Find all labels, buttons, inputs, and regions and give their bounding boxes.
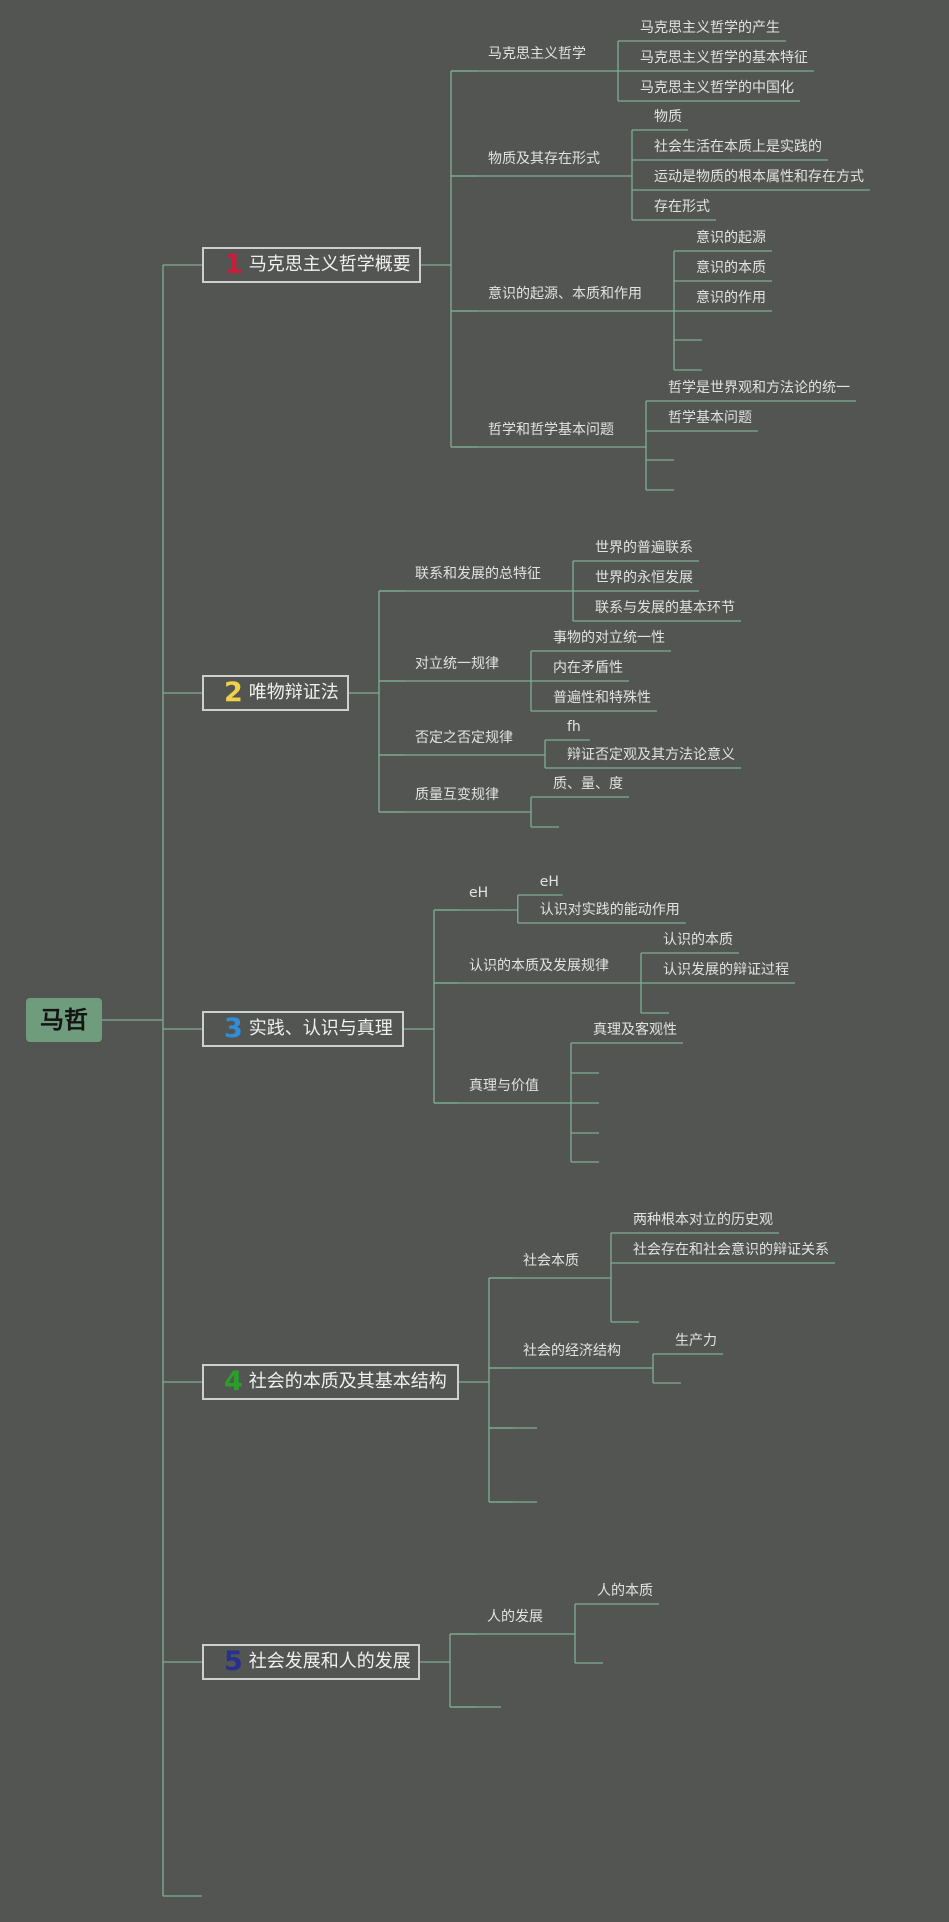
topic-label[interactable]: 对立统一规律 xyxy=(415,656,499,672)
topic-label[interactable]: 马克思主义哲学 xyxy=(488,46,586,62)
leaf-label[interactable]: 运动是物质的根本属性和存在方式 xyxy=(654,169,864,185)
leaf-label[interactable]: 马克思主义哲学的基本特征 xyxy=(640,50,808,66)
leaf-label[interactable]: 意识的起源 xyxy=(696,230,766,246)
leaf-label[interactable]: 意识的本质 xyxy=(696,260,766,276)
section-title: 唯物辩证法 xyxy=(248,682,339,703)
section-title: 社会的本质及其基本结构 xyxy=(248,1371,447,1392)
leaf-label[interactable]: 意识的作用 xyxy=(696,290,766,306)
leaf-label[interactable]: eH xyxy=(539,874,559,890)
topic-label[interactable]: 社会的经济结构 xyxy=(523,1343,621,1359)
leaf-label[interactable]: 认识对实践的能动作用 xyxy=(539,902,680,918)
leaf-label[interactable]: 社会存在和社会意识的辩证关系 xyxy=(633,1242,829,1258)
leaf-label[interactable]: 真理及客观性 xyxy=(593,1022,677,1038)
leaf-label[interactable]: 社会生活在本质上是实践的 xyxy=(654,139,822,155)
topic-label[interactable]: eH xyxy=(469,885,489,901)
leaf-label[interactable]: 两种根本对立的历史观 xyxy=(633,1212,773,1228)
leaf-label[interactable]: 认识发展的辩证过程 xyxy=(663,962,789,978)
section-title: 社会发展和人的发展 xyxy=(248,1651,411,1672)
topic-label[interactable]: 意识的起源、本质和作用 xyxy=(488,286,642,302)
leaf-label[interactable]: 联系与发展的基本环节 xyxy=(595,600,735,616)
topic-label[interactable]: 人的发展 xyxy=(487,1609,543,1625)
leaf-label[interactable]: 质、量、度 xyxy=(553,776,623,792)
section-number: 2 xyxy=(224,677,243,708)
topic-label[interactable]: 否定之否定规律 xyxy=(415,730,513,746)
leaf-label[interactable]: 内在矛盾性 xyxy=(553,660,623,676)
topic-label[interactable]: 质量互变规律 xyxy=(415,787,499,803)
leaf-label[interactable]: 物质 xyxy=(654,109,682,125)
topic-label[interactable]: 物质及其存在形式 xyxy=(488,151,600,167)
root-node[interactable]: 马哲 xyxy=(26,998,102,1042)
leaf-label[interactable]: 世界的永恒发展 xyxy=(595,570,693,586)
leaf-label[interactable]: 认识的本质 xyxy=(663,932,733,948)
section-number: 5 xyxy=(224,1646,243,1677)
section-title: 实践、认识与真理 xyxy=(248,1018,393,1039)
leaf-label[interactable]: 马克思主义哲学的中国化 xyxy=(640,80,794,96)
leaf-label[interactable]: 事物的对立统一性 xyxy=(553,630,665,646)
section-title: 马克思主义哲学概要 xyxy=(248,254,411,275)
leaf-label[interactable]: 普遍性和特殊性 xyxy=(553,690,651,706)
section-number: 1 xyxy=(224,249,243,280)
leaf-label[interactable]: 哲学是世界观和方法论的统一 xyxy=(668,380,850,396)
topic-label[interactable]: 社会本质 xyxy=(523,1253,579,1269)
topic-label[interactable]: 哲学和哲学基本问题 xyxy=(488,422,614,438)
leaf-label[interactable]: 马克思主义哲学的产生 xyxy=(640,20,780,36)
leaf-label[interactable]: 哲学基本问题 xyxy=(668,410,752,426)
leaf-label[interactable]: fh xyxy=(567,719,581,735)
leaf-label[interactable]: 存在形式 xyxy=(654,199,710,215)
leaf-label[interactable]: 人的本质 xyxy=(597,1583,653,1599)
topic-label[interactable]: 真理与价值 xyxy=(469,1078,539,1094)
section-number: 3 xyxy=(224,1013,243,1044)
leaf-label[interactable]: 世界的普遍联系 xyxy=(595,540,693,556)
section-number: 4 xyxy=(224,1366,243,1397)
leaf-label[interactable]: 辩证否定观及其方法论意义 xyxy=(567,747,735,763)
topic-label[interactable]: 联系和发展的总特征 xyxy=(415,566,541,582)
topic-label[interactable]: 认识的本质及发展规律 xyxy=(469,958,609,974)
leaf-label[interactable]: 生产力 xyxy=(675,1333,717,1349)
